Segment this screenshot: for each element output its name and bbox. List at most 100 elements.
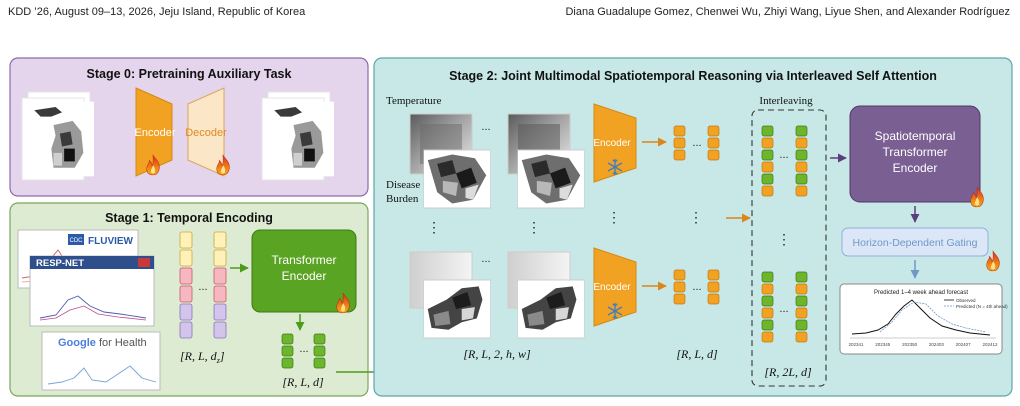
stage2-map-top-left bbox=[409, 113, 491, 209]
google-health-screenshot: Google for Health bbox=[41, 331, 161, 391]
stage1-title: Stage 1: Temporal Encoding bbox=[105, 211, 273, 225]
interleaved-token bbox=[795, 283, 808, 295]
interleaved-token bbox=[761, 319, 774, 331]
stage1-output-shape: [R, L, d] bbox=[282, 375, 324, 389]
stage2-encoder-top-label: Encoder bbox=[593, 138, 631, 149]
stage2-disease-label-2: Burden bbox=[386, 193, 419, 205]
interleaved-token bbox=[795, 295, 808, 307]
stage0-input-map bbox=[21, 91, 94, 181]
interleaving-label: Interleaving bbox=[759, 95, 813, 107]
legend-predicted: Predicted (N = 4th ahead) bbox=[956, 304, 1008, 309]
forecast-title: Predicted 1–4 week ahead forecast bbox=[874, 290, 968, 296]
forecast-ticks: 202341 202345 202350 202403 202407 202412 bbox=[848, 342, 998, 347]
stage1-token-column-right bbox=[213, 231, 227, 339]
forecast-tick-label: 202403 bbox=[929, 342, 945, 347]
stage2-map-top-right bbox=[507, 113, 585, 209]
stage2-encoder-bottom-label: Encoder bbox=[593, 282, 631, 293]
stage2-title: Stage 2: Joint Multimodal Spatiotemporal… bbox=[449, 69, 937, 83]
interleaved-token bbox=[761, 173, 774, 185]
interleaved-token bbox=[761, 149, 774, 161]
stage2-map-vdots-right: ⋮ bbox=[527, 219, 541, 235]
stage2-encoded-shape: [R, L, d] bbox=[676, 347, 718, 361]
interleaved-token bbox=[761, 161, 774, 173]
st-label-2: Transformer bbox=[883, 145, 948, 159]
interleaved-token bbox=[795, 185, 808, 197]
stage1-transformer-encoder bbox=[251, 229, 357, 313]
respnet-screenshot: RESP-NET bbox=[29, 255, 155, 327]
stage2-map-vdots-left: ⋮ bbox=[427, 219, 441, 235]
interleaved-token bbox=[795, 125, 808, 137]
stage2-encoder-vdots: ⋮ bbox=[607, 209, 621, 225]
forecast-predicted-line bbox=[879, 301, 987, 333]
interleaved-token bbox=[795, 331, 808, 343]
forecast-tick-label: 202345 bbox=[875, 342, 891, 347]
interleave-dots-top: ... bbox=[779, 149, 788, 161]
fluview-cdc-badge: CDC bbox=[70, 238, 84, 244]
stage1-output-tokens bbox=[281, 333, 326, 369]
interleaved-token bbox=[795, 161, 808, 173]
forecast-plot: Predicted 1–4 week ahead forecast Observ… bbox=[839, 283, 1008, 355]
st-label-1: Spatiotemporal bbox=[875, 129, 956, 143]
stage1-token-dots: ... bbox=[198, 281, 207, 293]
interleaved-token bbox=[761, 295, 774, 307]
stage2-maps-shape: [R, L, 2, h, w] bbox=[463, 347, 531, 361]
stage1-output-dots: ... bbox=[299, 343, 308, 355]
stage2-encoded-vdots: ⋮ bbox=[689, 209, 703, 225]
stage0-title: Stage 0: Pretraining Auxiliary Task bbox=[87, 67, 292, 81]
stage2-encoded-dots-bottom: ... bbox=[692, 281, 701, 293]
stage0-output-map bbox=[261, 91, 334, 181]
interleave-dots-bottom: ... bbox=[779, 303, 788, 315]
header-right: Diana Guadalupe Gomez, Chenwei Wu, Zhiyi… bbox=[565, 6, 1010, 18]
interleaved-token bbox=[795, 173, 808, 185]
stage0-encoder bbox=[135, 87, 173, 177]
stage2-map-dots-top: ... bbox=[481, 121, 490, 133]
stage2-map-dots-bottom: ... bbox=[481, 253, 490, 265]
interleaved-tokens bbox=[761, 125, 808, 343]
stage0-decoder-label: Decoder bbox=[185, 127, 227, 139]
stage1-input-shape: [R, L, dz] bbox=[180, 349, 225, 365]
forecast-tick-label: 202407 bbox=[956, 342, 972, 347]
interleave-vdots: ⋮ bbox=[777, 231, 791, 247]
interleaved-token bbox=[795, 319, 808, 331]
forecast-observed-line bbox=[851, 299, 991, 336]
interleaved-token bbox=[761, 283, 774, 295]
stage2-encoded-tokens-top bbox=[673, 125, 720, 161]
legend-observed: Observed bbox=[956, 298, 976, 303]
interleaved-token bbox=[761, 125, 774, 137]
interleaved-token bbox=[761, 137, 774, 149]
stage1-token-column-left bbox=[179, 231, 193, 339]
forecast-tick-label: 202350 bbox=[902, 342, 918, 347]
forecast-tick-label: 202412 bbox=[982, 342, 998, 347]
interleaved-token bbox=[761, 271, 774, 283]
stage0-encoder-label: Encoder bbox=[135, 127, 176, 139]
google-logo: Google for Health bbox=[58, 337, 147, 349]
interleaved-token bbox=[795, 271, 808, 283]
stage1-transformer-label-2: Encoder bbox=[282, 269, 327, 283]
stage2-disease-label-1: Disease bbox=[386, 179, 420, 191]
stage2-temperature-label: Temperature bbox=[386, 95, 442, 107]
stage2-encoded-tokens-bottom bbox=[673, 269, 720, 305]
st-label-3: Encoder bbox=[893, 161, 938, 175]
interleaved-token bbox=[795, 307, 808, 319]
header-left: KDD ’26, August 09–13, 2026, Jeju Island… bbox=[8, 6, 306, 18]
stage2-map-bottom-right bbox=[507, 251, 585, 339]
interleaved-token bbox=[795, 137, 808, 149]
stage1-transformer-label-1: Transformer bbox=[272, 253, 337, 267]
respnet-logo: RESP-NET bbox=[36, 258, 84, 269]
horizon-gating bbox=[841, 227, 989, 257]
stage0-decoder bbox=[187, 87, 225, 177]
forecast-tick-label: 202341 bbox=[848, 342, 864, 347]
stage2-encoder-top bbox=[593, 103, 637, 183]
fluview-logo: FLUVIEW bbox=[88, 236, 134, 247]
interleaved-token bbox=[795, 149, 808, 161]
stage2-encoder-bottom bbox=[593, 247, 637, 327]
stage2-map-bottom-left bbox=[409, 251, 491, 339]
spatiotemporal-transformer-encoder bbox=[849, 105, 981, 203]
interleaved-token bbox=[761, 185, 774, 197]
stage2-encoded-dots-top: ... bbox=[692, 137, 701, 149]
interleaving-box bbox=[751, 109, 827, 387]
interleaved-token bbox=[761, 331, 774, 343]
interleaved-token bbox=[761, 307, 774, 319]
interleave-shape: [R, 2L, d] bbox=[764, 365, 812, 379]
